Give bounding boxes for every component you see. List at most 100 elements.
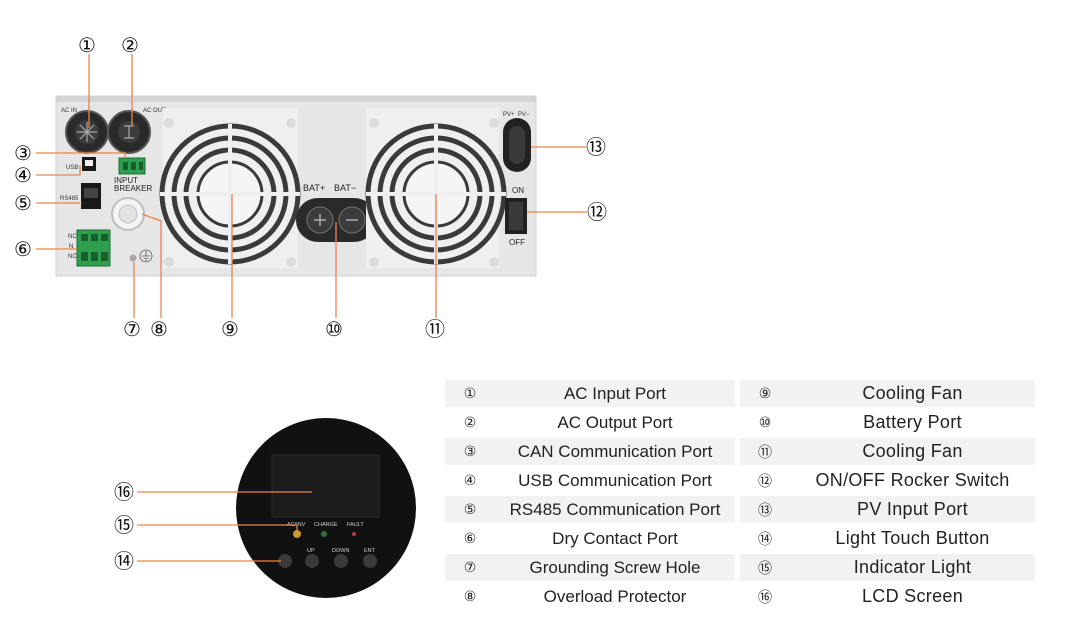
dry-no-label: NC (68, 254, 77, 260)
button-down (334, 554, 348, 568)
legend-label: Grounding Screw Hole (495, 554, 735, 581)
callout-13: ⑬ (586, 135, 606, 159)
callout-11: ⑪ (425, 317, 445, 341)
legend-label: Cooling Fan (790, 438, 1035, 465)
front-control-panel: AC/INV CHARGE FAULT UP DOWN ENT (236, 418, 416, 598)
callouts-front: ⑯ ⑮ ⑭ (114, 480, 134, 573)
rs485-communication-port (81, 183, 101, 209)
pv-plus-label: PV+ (503, 112, 515, 118)
dry-n-label: N (69, 244, 73, 250)
legend-label: Dry Contact Port (495, 525, 735, 552)
legend-label: Light Touch Button (790, 525, 1035, 552)
usb-communication-port (82, 157, 96, 171)
legend-gap (735, 496, 740, 523)
legend-number: ③ (445, 438, 495, 465)
legend-number: ⑧ (445, 583, 495, 610)
input-breaker-label-1: INPUT (114, 176, 138, 185)
legend-number: ⑬ (740, 496, 790, 523)
legend-number: ⑭ (740, 525, 790, 552)
legend-label: LCD Screen (790, 583, 1035, 610)
on-off-rocker-switch (505, 198, 527, 234)
indicator-charge-label: CHARGE (314, 522, 338, 528)
legend-label: Cooling Fan (790, 380, 1035, 407)
legend-label: Battery Port (790, 409, 1035, 436)
indicator-acinv-light (293, 530, 301, 538)
legend-gap (735, 380, 740, 407)
legend-label: AC Input Port (495, 380, 735, 407)
callout-12: ⑫ (587, 200, 607, 224)
legend-number: ⑪ (740, 438, 790, 465)
legend-label: CAN Communication Port (495, 438, 735, 465)
input-breaker-label-2: BREAKER (114, 184, 152, 193)
callout-9: ⑨ (221, 317, 239, 341)
callout-6: ⑥ (14, 237, 32, 261)
legend-number: ② (445, 409, 495, 436)
legend-number: ⑨ (740, 380, 790, 407)
battery-port (296, 198, 376, 242)
callout-2: ② (121, 33, 139, 57)
legend-label: PV Input Port (790, 496, 1035, 523)
rear-panel: AC IN AC OUT INPUT BREAKER USB RS485 (55, 95, 537, 277)
callout-8: ⑧ (150, 317, 168, 341)
legend-label: RS485 Communication Port (495, 496, 735, 523)
legend-label: ON/OFF Rocker Switch (790, 467, 1035, 494)
overload-protector (111, 197, 145, 231)
legend-number: ⑩ (740, 409, 790, 436)
legend-gap (735, 409, 740, 436)
legend-number: ⑯ (740, 583, 790, 610)
legend-gap (735, 554, 740, 581)
rs485-label: RS485 (60, 196, 79, 202)
ac-input-port (65, 110, 109, 154)
legend-label: Indicator Light (790, 554, 1035, 581)
leader-lines (36, 54, 587, 318)
legend-number: ⑮ (740, 554, 790, 581)
ground-symbol-icon (139, 249, 153, 263)
on-label: ON (512, 186, 524, 195)
pv-input-port (503, 118, 531, 172)
leader-lines-front (137, 491, 312, 562)
ac-output-port (107, 110, 151, 154)
legend-label: Overload Protector (495, 583, 735, 610)
callout-1: ① (78, 33, 96, 57)
legend-label: USB Communication Port (495, 467, 735, 494)
ac-in-label: AC IN (61, 108, 77, 114)
legend-number: ① (445, 380, 495, 407)
callout-3: ③ (14, 141, 32, 165)
legend-gap (735, 525, 740, 552)
legend-number: ④ (445, 467, 495, 494)
pv-minus-label: PV− (518, 112, 530, 118)
callout-10: ⑩ (325, 317, 343, 341)
indicator-charge-light (321, 531, 327, 537)
bat-minus-label: BAT− (334, 183, 356, 193)
lcd-screen (271, 454, 380, 518)
legend-gap (735, 583, 740, 610)
button-up (305, 554, 319, 568)
legend-label: AC Output Port (495, 409, 735, 436)
callout-16: ⑯ (114, 480, 134, 504)
callout-14: ⑭ (114, 549, 134, 573)
grounding-screw-hole (129, 254, 137, 262)
legend-number: ⑫ (740, 467, 790, 494)
indicator-fault-label: FAULT (347, 522, 364, 528)
legend-gap (735, 438, 740, 465)
callout-5: ⑤ (14, 191, 32, 215)
legend-number: ⑤ (445, 496, 495, 523)
button-ent-label: ENT (364, 548, 376, 554)
callout-7: ⑦ (123, 317, 141, 341)
off-label: OFF (509, 238, 525, 247)
legend-number: ⑥ (445, 525, 495, 552)
button-up-label: UP (307, 548, 315, 554)
indicator-fault-light (352, 532, 356, 536)
button-esc (278, 554, 292, 568)
cooling-fan-left (159, 108, 301, 268)
can-communication-port (118, 157, 146, 175)
legend-gap (735, 467, 740, 494)
